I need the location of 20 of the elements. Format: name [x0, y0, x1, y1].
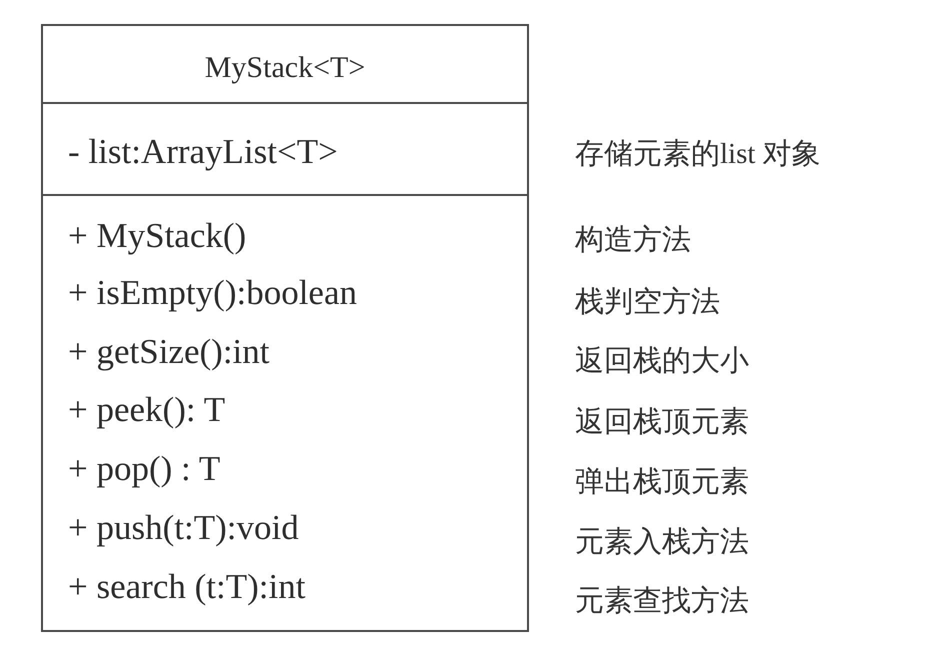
method-signature: + push(t:T):void [68, 509, 299, 547]
class-name-compartment [41, 24, 529, 104]
method-signature: + MyStack() [68, 217, 246, 255]
method-compartment [41, 196, 529, 632]
method-signature: + peek(): T [68, 391, 226, 429]
annotation-text: 元素查找方法 [575, 584, 749, 619]
annotation-text: 栈判空方法 [575, 285, 720, 320]
annotation-text: 构造方法 [575, 223, 691, 258]
annotation-text: 元素入栈方法 [575, 525, 749, 560]
method-signature: + pop() : T [68, 450, 220, 488]
annotation-text: 弹出栈顶元素 [575, 465, 749, 500]
method-signature: + getSize():int [68, 333, 270, 371]
annotation-text: 返回栈的大小 [575, 344, 749, 379]
annotation-text: 返回栈顶元素 [575, 405, 749, 440]
attribute-text: - list:ArrayList<T> [68, 133, 338, 171]
attribute-compartment [41, 104, 529, 196]
class-name: MyStack<T> [204, 50, 366, 86]
method-signature: + search (t:T):int [68, 568, 306, 606]
method-signature: + isEmpty():boolean [68, 274, 357, 312]
annotation-text: 存储元素的list 对象 [575, 137, 821, 172]
